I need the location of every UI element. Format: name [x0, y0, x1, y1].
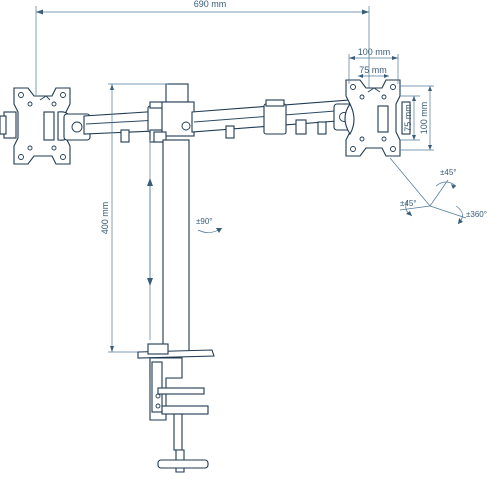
vesa-dimensions: 100 mm 75 mm 75 mm 100 mm [348, 47, 434, 151]
vesa-inner-height-label: 75 mm [403, 104, 413, 132]
right-vesa-plate [344, 79, 411, 157]
rotate-label: ±360° [466, 210, 487, 219]
pole [149, 139, 190, 353]
left-vesa-plate [0, 87, 73, 165]
total-width-dimension: 690 mm [35, 0, 370, 95]
pole-height-label: 400 mm [100, 202, 110, 235]
vesa-outer-width-label: 100 mm [358, 47, 391, 57]
pole-height-dimension: 400 mm [100, 83, 168, 353]
arm-swivel-label: ±90° [196, 217, 213, 226]
tilt-up-label: ±45° [440, 168, 457, 177]
pole-head [153, 83, 195, 143]
arm-swivel-indicator: ±90° [196, 217, 223, 233]
rotation-axes: ±45° ±45° ±360° [389, 157, 487, 225]
total-width-label: 690 mm [194, 0, 227, 9]
vesa-outer-height-label: 100 mm [419, 102, 429, 135]
vesa-inner-width-label: 75 mm [359, 65, 387, 75]
tilt-side-label: ±45° [400, 199, 417, 208]
desk-clamp [137, 343, 215, 473]
right-arm [191, 99, 355, 139]
